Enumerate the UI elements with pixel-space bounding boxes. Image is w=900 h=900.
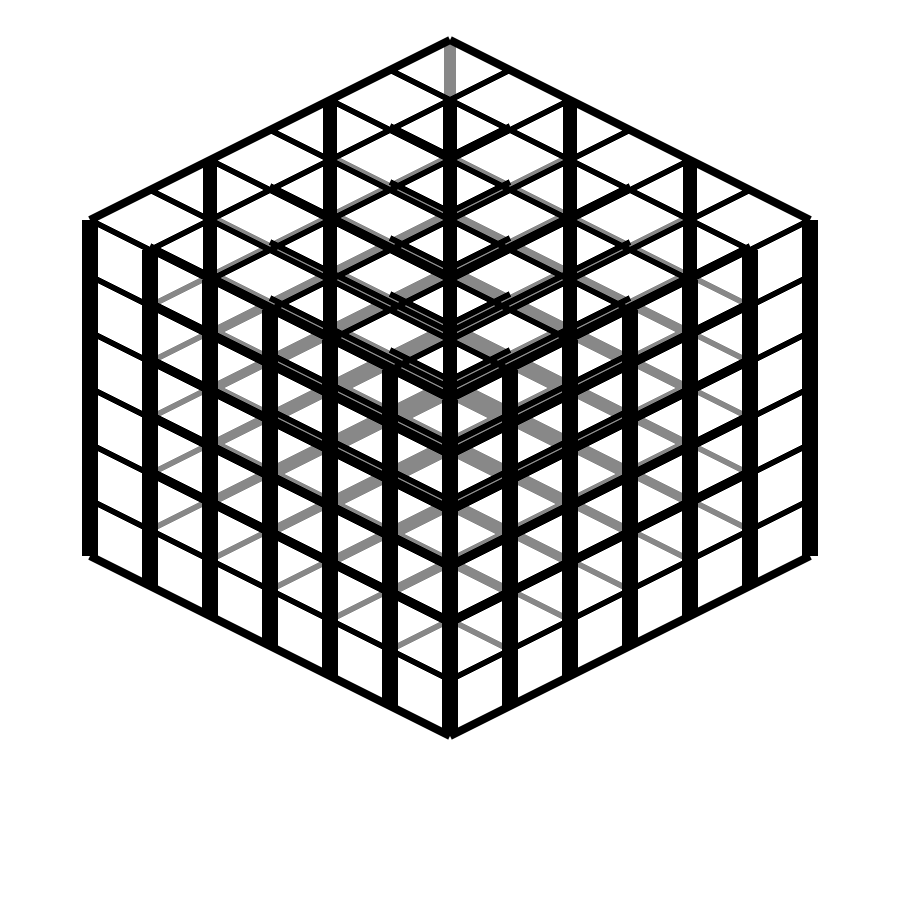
interior-line: [148, 411, 452, 567]
interior-line: [448, 299, 752, 455]
interior-line: [448, 407, 632, 503]
left-face-line: [88, 217, 452, 403]
interior-line: [448, 179, 512, 215]
interior-line: [388, 123, 452, 159]
interior-line: [448, 183, 632, 279]
left-face-line: [88, 441, 452, 627]
interior-line: [448, 239, 632, 335]
interior-line: [448, 467, 752, 623]
right-face-line: [448, 497, 812, 683]
vertical-bars-layer: [82, 100, 818, 736]
interior-line: [448, 295, 632, 391]
interior-line: [148, 299, 452, 455]
cube-outline: [86, 36, 814, 740]
interior-line: [448, 243, 752, 399]
right-face-line: [448, 329, 812, 515]
interior-line: [448, 355, 752, 511]
left-face-line: [88, 329, 452, 515]
right-face-line: [448, 273, 812, 459]
left-face-line: [88, 385, 452, 571]
interior-line: [148, 467, 452, 623]
interior-line: [268, 295, 452, 391]
interior-line: [268, 351, 452, 447]
interior-line: [388, 179, 452, 215]
interior-line: [448, 123, 512, 159]
interior-line: [388, 235, 452, 271]
front-edges-layer: [88, 37, 812, 739]
outline-edge: [448, 552, 812, 740]
outline-edge: [448, 36, 812, 224]
outline-edge: [88, 36, 452, 224]
left-face-line: [88, 273, 452, 459]
interior-line: [148, 243, 452, 399]
right-face-line: [448, 385, 812, 571]
interior-line: [448, 411, 752, 567]
interior-line: [268, 239, 452, 335]
interior-line: [448, 235, 512, 271]
interior-line: [388, 347, 452, 383]
right-face-line: [448, 441, 812, 627]
interior-line: [448, 347, 512, 383]
interior-line: [388, 291, 452, 327]
outline-edge: [88, 552, 452, 740]
interior-line: [448, 291, 512, 327]
interior-line: [148, 355, 452, 511]
top-face-line: [148, 187, 512, 373]
interior-line: [448, 351, 632, 447]
right-face-line: [448, 217, 812, 403]
interior-line: [268, 407, 452, 503]
left-face-line: [88, 497, 452, 683]
interior-line: [268, 183, 452, 279]
